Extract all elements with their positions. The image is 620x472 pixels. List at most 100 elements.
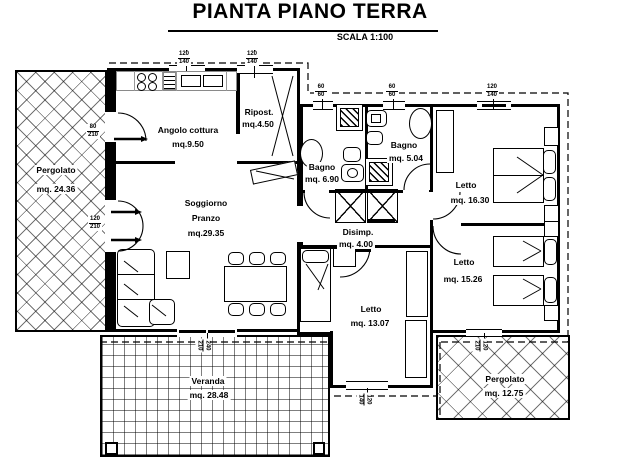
label-pergola-left-area: mq. 24.36 bbox=[34, 184, 78, 194]
dining-chair bbox=[249, 303, 265, 316]
counter-divider bbox=[226, 71, 227, 91]
door-threshold bbox=[367, 219, 395, 223]
dining-chair bbox=[270, 303, 286, 316]
dining-chair bbox=[228, 303, 244, 316]
kitchen-sink-basin bbox=[203, 75, 223, 87]
hall-closet bbox=[367, 189, 398, 223]
pillow bbox=[544, 239, 557, 265]
label-veranda-area: mq. 28.48 bbox=[187, 390, 231, 400]
label-bedroom3-name: Letto bbox=[358, 304, 384, 314]
sofa-chaise bbox=[149, 299, 175, 325]
single-bed bbox=[493, 236, 544, 267]
wardrobe bbox=[436, 110, 454, 173]
pillow bbox=[543, 150, 556, 174]
label-hallway-area: mq. 4.00 bbox=[336, 239, 376, 249]
wardrobe bbox=[406, 251, 428, 317]
opening-storage-door bbox=[236, 134, 240, 161]
label-bedroom1-name: Letto bbox=[453, 180, 479, 190]
opening-living-french-door bbox=[105, 200, 118, 252]
bidet bbox=[366, 131, 383, 145]
dining-chair bbox=[228, 252, 244, 265]
shower-tray bbox=[340, 108, 359, 127]
toilet-tank bbox=[371, 114, 381, 123]
sofa-cushion-line bbox=[118, 299, 154, 300]
opening-kitchen-living bbox=[175, 158, 237, 167]
hall-closet bbox=[335, 189, 366, 223]
stove-burner bbox=[137, 82, 146, 91]
pergola-area-left bbox=[15, 70, 107, 332]
stove-burner bbox=[148, 82, 157, 91]
shower bbox=[336, 104, 363, 131]
counter-divider bbox=[162, 71, 163, 91]
label-living-area: mq.29.35 bbox=[185, 228, 227, 238]
pergola-post bbox=[105, 442, 118, 455]
page-title: PIANTA PIANO TERRA bbox=[192, 0, 428, 23]
washbasin bbox=[409, 108, 432, 139]
stove-burner bbox=[137, 73, 146, 82]
side-table bbox=[166, 251, 190, 279]
label-kitchen-name: Angolo cottura bbox=[155, 125, 221, 135]
scale-label: SCALA 1:100 bbox=[336, 32, 394, 42]
label-storage-area: mq.4.50 bbox=[240, 119, 276, 129]
dining-table bbox=[224, 266, 287, 302]
veranda-door-leaf bbox=[208, 330, 235, 333]
stove-burner bbox=[148, 73, 157, 82]
label-bath2-name: Bagno bbox=[388, 140, 420, 150]
shower-tray bbox=[369, 162, 389, 182]
opening-bath2-door bbox=[403, 189, 429, 197]
label-hallway-name: Disimp. bbox=[340, 227, 376, 237]
label-pergola-right-area: mq. 12.75 bbox=[482, 388, 526, 398]
opening-living-hallway bbox=[296, 206, 304, 242]
label-living-name: Soggiorno bbox=[182, 198, 230, 208]
counter-divider bbox=[134, 71, 135, 91]
opening-bedroom2-door bbox=[433, 221, 461, 231]
nightstand bbox=[333, 248, 356, 267]
single-bed bbox=[493, 275, 544, 306]
bidet bbox=[343, 147, 361, 162]
nightstand bbox=[544, 305, 559, 321]
sofa-cushion-line bbox=[118, 274, 154, 275]
label-living-name2: Pranzo bbox=[189, 213, 223, 223]
label-bath2-area: mq. 5.04 bbox=[386, 153, 426, 163]
pillow bbox=[543, 177, 556, 201]
label-pergola-right-name: Pergolato bbox=[483, 374, 527, 384]
opening-kitchen-door bbox=[105, 112, 118, 142]
label-bedroom1-area: mq. 16.30 bbox=[448, 195, 492, 205]
label-bedroom2-area: mq. 15.26 bbox=[441, 274, 485, 284]
opening-bedroom1-door bbox=[428, 192, 437, 220]
kitchen-drainer bbox=[163, 72, 176, 90]
dining-chair bbox=[270, 252, 286, 265]
pillow bbox=[302, 250, 329, 263]
nightstand bbox=[544, 127, 559, 146]
dining-chair bbox=[249, 252, 265, 265]
pergola-post bbox=[313, 442, 325, 455]
toilet-bowl bbox=[347, 168, 358, 178]
label-bedroom3-area: mq. 13.07 bbox=[348, 318, 392, 328]
label-veranda-name: Veranda bbox=[189, 376, 227, 386]
opening-bath1-door bbox=[305, 189, 329, 197]
veranda-door-leaf bbox=[179, 330, 206, 333]
window-bedroom1-sash bbox=[482, 104, 506, 107]
nightstand bbox=[544, 221, 559, 237]
pillow bbox=[544, 277, 557, 303]
title-underline bbox=[168, 30, 438, 32]
counter-divider bbox=[176, 71, 177, 91]
label-pergola-left-name: Pergolato bbox=[34, 165, 78, 175]
wardrobe bbox=[405, 320, 427, 378]
label-storage-name: Ripost. bbox=[242, 107, 276, 117]
label-bath1-area: mq. 6.90 bbox=[302, 174, 342, 184]
label-bath1-name: Bagno bbox=[306, 162, 338, 172]
label-kitchen-area: mq.9.50 bbox=[170, 139, 206, 149]
kitchen-sink-basin bbox=[181, 75, 201, 87]
